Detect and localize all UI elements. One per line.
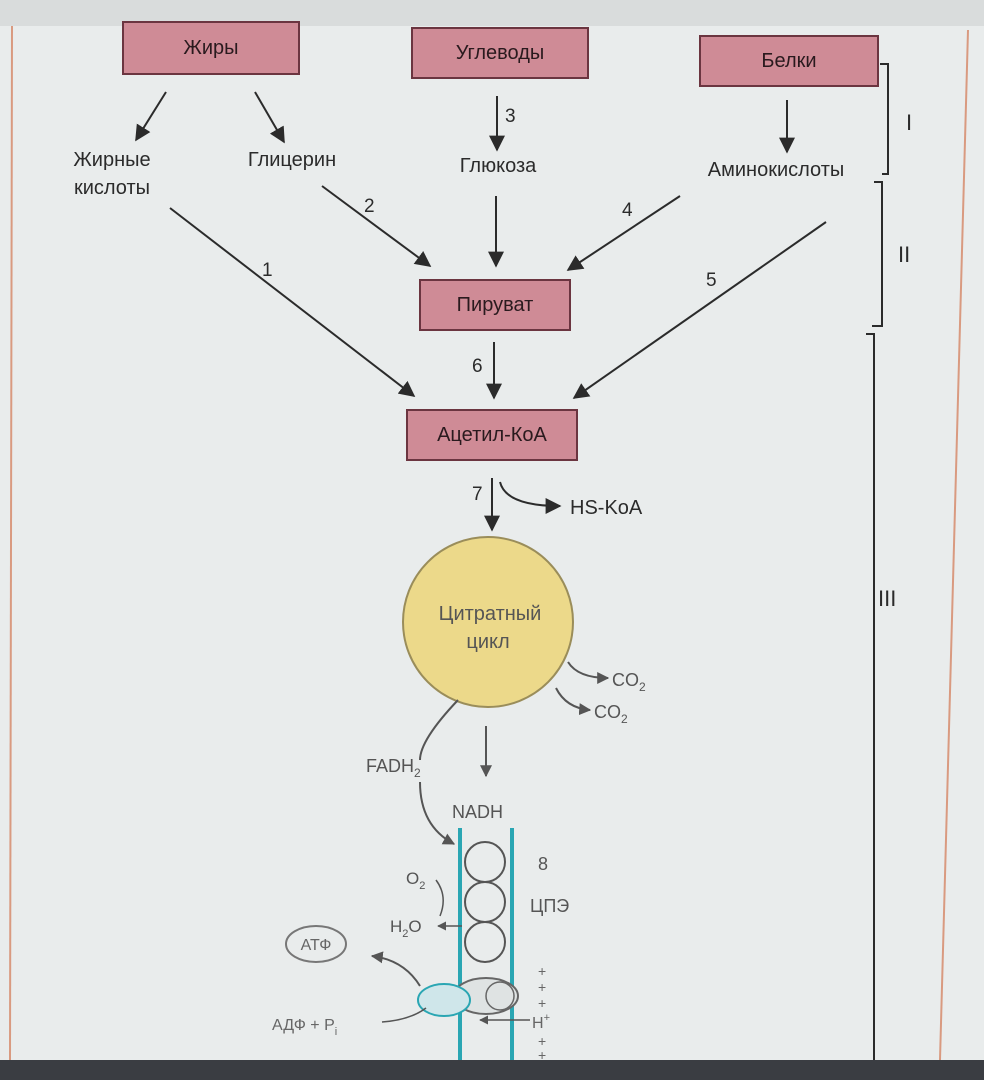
glycerol-label: Глицерин <box>248 149 336 171</box>
h-plus-text: H <box>532 1015 544 1032</box>
co2-a-text: CO <box>612 670 639 690</box>
step-number-1: 1 <box>262 260 273 281</box>
o2-curve <box>435 879 444 917</box>
adp-label: АДФ + Pi <box>272 1017 337 1038</box>
arrow-to-atp <box>370 951 421 987</box>
stage-label-3: III <box>878 586 896 611</box>
h2o-subscript: 2 <box>402 928 408 940</box>
arrow-glycerol-to-pyruvate <box>321 185 432 267</box>
step-number-3: 3 <box>505 106 516 127</box>
arrow-to-co2-b <box>555 687 592 716</box>
hs-coa-label: HS-KoA <box>570 497 643 519</box>
arrow-amino-acids-to-acetyl-coa <box>572 221 827 399</box>
box-acetyl-coa-label: Ацетил-КоА <box>437 424 547 446</box>
box-carbs <box>411 27 589 79</box>
arrow-fats-to-glycerol <box>254 91 285 144</box>
h2o-label: H2O <box>390 917 422 940</box>
fadh2-label: FADH2 <box>366 756 421 780</box>
step-number-2: 2 <box>364 196 375 217</box>
box-fats-label: Жиры <box>183 37 238 59</box>
box-fats <box>122 21 300 75</box>
plus-mark-3: + <box>538 995 546 1011</box>
box-pyruvate <box>419 279 571 331</box>
h2o-h: H <box>390 917 402 936</box>
nadh-label: NADH <box>452 802 503 822</box>
arrow-fats-to-fatty-acids <box>135 91 167 142</box>
atp-label: АТФ <box>301 937 332 954</box>
co2-b-text: CO <box>594 702 621 722</box>
atp-oval <box>285 925 347 963</box>
o2-label: O2 <box>406 869 425 892</box>
box-proteins-label: Белки <box>761 50 816 72</box>
h-plus-superscript: + <box>544 1012 550 1024</box>
atp-synthase-head <box>417 983 471 1017</box>
citric-cycle-label-line2: цикл <box>466 631 509 653</box>
h-plus-label: H+ <box>532 1012 550 1032</box>
citric-cycle-label-line1: Цитратный <box>439 603 542 625</box>
glucose-label: Глюкоза <box>460 155 537 177</box>
fadh2-subscript: 2 <box>414 766 421 780</box>
step-number-7: 7 <box>472 484 483 505</box>
fadh2-text: FADH <box>366 756 414 776</box>
co2-label-b: CO2 <box>594 702 628 726</box>
adp-text: АДФ + P <box>272 1017 335 1034</box>
step-number-4: 4 <box>622 200 633 221</box>
bracket-stage-1 <box>880 63 889 175</box>
box-proteins <box>699 35 879 87</box>
stage-label-1: I <box>906 110 912 135</box>
line-cycle-to-fadh2 <box>419 699 459 761</box>
box-carbs-label: Углеводы <box>456 42 545 64</box>
etc-complex-3 <box>464 921 506 963</box>
bracket-stage-2 <box>872 181 883 327</box>
h2o-o: O <box>408 917 421 936</box>
right-border-line <box>939 29 969 1061</box>
o2-subscript: 2 <box>419 880 425 892</box>
arrow-amino-acids-to-pyruvate <box>566 195 681 271</box>
bracket-stage-3 <box>866 333 875 1060</box>
left-border-line <box>9 25 13 1061</box>
plus-mark-2: + <box>538 979 546 995</box>
step-number-5: 5 <box>706 270 717 291</box>
amino-acids-label: Аминокислоты <box>708 159 844 181</box>
plus-mark-1: + <box>538 963 546 979</box>
etc-label: ЦПЭ <box>530 896 569 916</box>
arrow-fadh2-to-etc <box>419 781 456 845</box>
co2-a-subscript: 2 <box>639 680 646 694</box>
co2-label-a: CO2 <box>612 670 646 694</box>
citric-cycle-circle <box>402 536 574 708</box>
adp-subscript: i <box>335 1026 337 1038</box>
fatty-acids-label-line1: Жирные <box>73 149 150 171</box>
arrow-to-co2-a <box>567 661 610 684</box>
arrow-fatty-acids-to-acetyl-coa <box>169 207 416 397</box>
arrow-to-hs-coa <box>499 481 562 514</box>
box-acetyl-coa <box>406 409 578 461</box>
plus-mark-4: + <box>538 1033 546 1049</box>
etc-number-8: 8 <box>538 854 548 874</box>
step-number-6: 6 <box>472 356 483 377</box>
plus-mark-5: + <box>538 1047 546 1063</box>
co2-b-subscript: 2 <box>621 712 628 726</box>
o2-text: O <box>406 869 419 888</box>
atp-synthase-ring <box>485 981 515 1011</box>
adp-arrow <box>381 1007 427 1023</box>
fatty-acids-label-line2: кислоты <box>74 177 150 199</box>
box-pyruvate-label: Пируват <box>457 294 534 316</box>
stage-label-2: II <box>898 242 910 267</box>
